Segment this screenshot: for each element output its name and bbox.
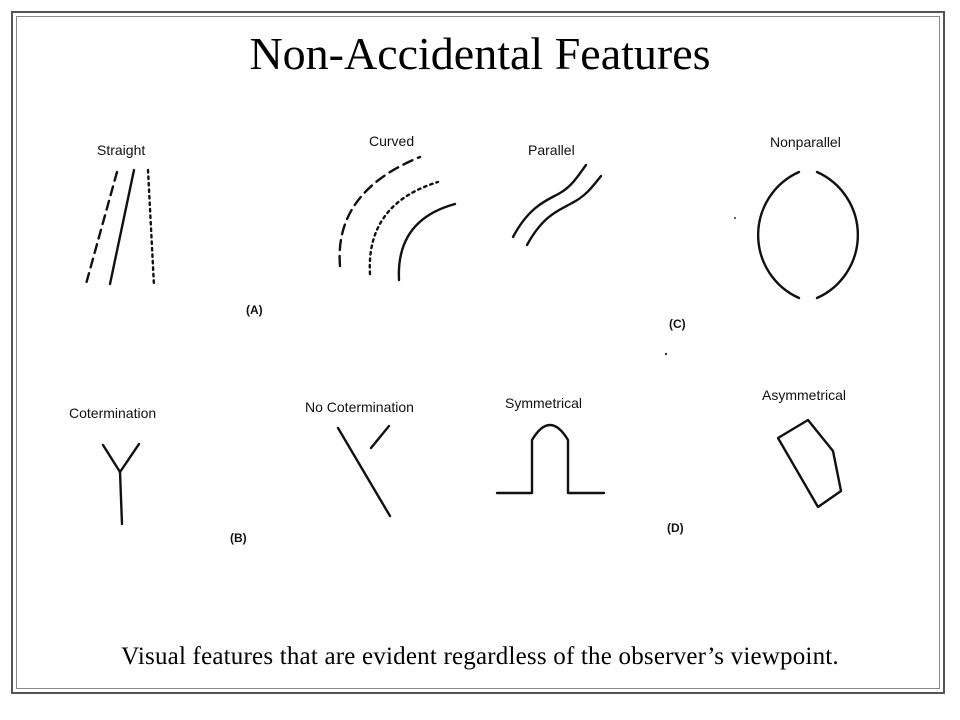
scan-speck: [664, 352, 668, 356]
cotermination-y: [101, 442, 141, 526]
straight-dashed-line: [84, 170, 119, 286]
slide-title: Non-Accidental Features: [249, 28, 711, 79]
slide-caption: Visual features that are evident regardl…: [121, 643, 839, 670]
no-cotermination-lines: [336, 424, 392, 518]
asymmetrical-polygon: [776, 418, 843, 509]
label-asymmetrical: Asymmetrical: [762, 387, 846, 403]
parallel-lines: [511, 163, 603, 247]
cotermination-stem: [118, 470, 124, 526]
nonparallel-circle: [757, 170, 859, 300]
no-cotermination-long-line: [336, 426, 392, 518]
cotermination-branch-right: [118, 442, 141, 474]
symmetrical-shape: [495, 423, 606, 495]
nonparallel-arc-right: [815, 170, 859, 300]
slide-frame-outer: [11, 11, 945, 694]
parallel-curve-left: [511, 163, 588, 239]
parallel-curve-right: [525, 174, 603, 247]
no-cotermination-short-line: [369, 424, 391, 450]
label-cotermination: Cotermination: [69, 405, 156, 421]
cotermination-branch-left: [101, 443, 122, 474]
straight-solid-line: [108, 168, 136, 286]
curved-dashed-arc: [338, 155, 422, 268]
curved-solid-arc: [397, 202, 457, 282]
label-no-cotermination: No Cotermination: [305, 399, 414, 415]
panel-label-d: (D): [667, 521, 684, 535]
curved-lines: [338, 155, 457, 282]
label-symmetrical: Symmetrical: [505, 395, 582, 411]
panel-label-c: (C): [669, 317, 686, 331]
panel-label-a: (A): [246, 303, 263, 317]
label-nonparallel: Nonparallel: [770, 134, 841, 150]
label-curved: Curved: [369, 133, 414, 149]
curved-dotted-arc: [368, 180, 440, 276]
slide-frame-inner: [16, 16, 940, 689]
straight-lines: [84, 168, 156, 288]
label-parallel: Parallel: [528, 142, 575, 158]
scan-speck: [734, 217, 736, 219]
nonparallel-arc-left: [757, 170, 801, 300]
panel-label-b: (B): [230, 531, 247, 545]
label-straight: Straight: [97, 142, 145, 158]
straight-dotted-line: [146, 168, 156, 288]
